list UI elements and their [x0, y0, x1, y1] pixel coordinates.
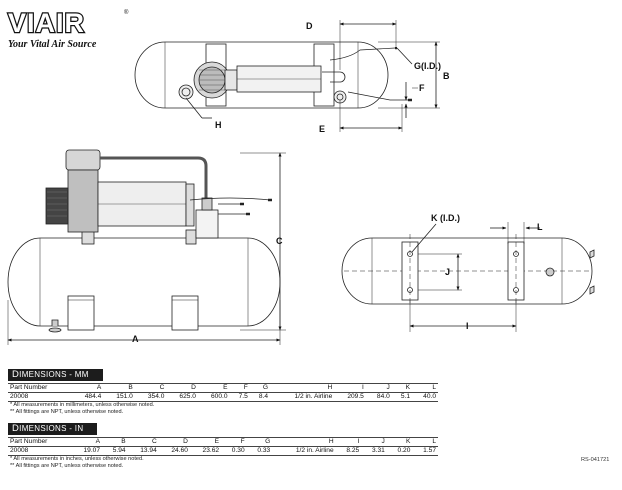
brand-name: VIAIR — [7, 7, 86, 40]
top-view — [134, 41, 412, 109]
table-note: * All measurements in millimeters, unles… — [10, 402, 155, 408]
dim-label-g: G(I.D.) — [414, 61, 441, 71]
dim-label-h: H — [215, 120, 222, 130]
table-title-mm: DIMENSIONS - MM — [8, 369, 103, 381]
dim-label-k: K (I.D.) — [431, 213, 460, 223]
dim-label-j: J — [445, 267, 451, 277]
dim-label-f: F — [419, 83, 425, 93]
table-note: ** All fittings are NPT, unless otherwis… — [10, 408, 124, 415]
dim-label-l: L — [537, 222, 543, 232]
registered-mark: ® — [124, 10, 129, 16]
brand-tagline: Your Vital Air Source — [8, 39, 97, 50]
table-title-in: DIMENSIONS - IN — [8, 423, 98, 435]
dim-label-e: E — [319, 124, 326, 134]
bottom-view — [341, 234, 595, 306]
dim-label-d: D — [306, 21, 313, 31]
table-note: * All measurements in inches, unless oth… — [10, 456, 144, 462]
side-view — [7, 149, 281, 333]
dim-label-a: A — [132, 334, 139, 344]
dim-label-b: B — [443, 71, 450, 81]
dim-label-c: C — [276, 236, 283, 246]
reference-number: RS-041721 — [581, 457, 610, 463]
viair-logo: VIAIR ® Your Vital Air Source — [7, 7, 130, 54]
table-note: ** All fittings are NPT, unless otherwis… — [10, 462, 124, 469]
dim-label-i: I — [466, 321, 469, 331]
